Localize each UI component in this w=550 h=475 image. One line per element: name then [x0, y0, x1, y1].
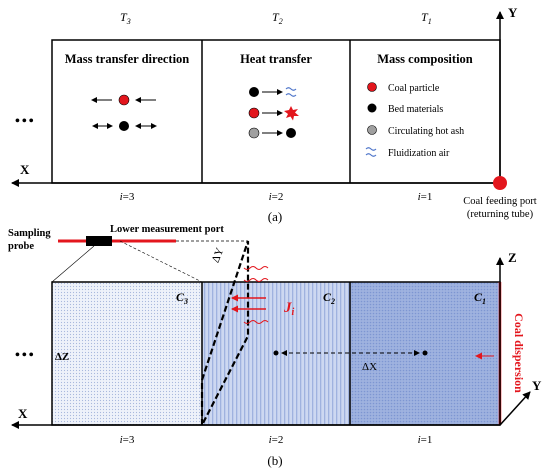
legend-bed-label: Bed materials [388, 104, 443, 115]
y-axis-arrow-b [499, 391, 531, 426]
delta-x-end-dot [422, 350, 428, 356]
y-axis-label-b: Y [532, 378, 542, 393]
bed-material-icon [119, 121, 129, 131]
delta-y-slice [200, 240, 250, 426]
caption-a: (a) [268, 209, 282, 224]
flux-wave-3 [243, 320, 269, 324]
legend-ash-label: Circulating hot ash [388, 126, 464, 137]
sampling-probe-label-2: probe [8, 241, 34, 252]
lower-port-label: Lower measurement port [110, 224, 224, 235]
bed-material-icon [249, 87, 259, 97]
combustion-flare-icon [284, 106, 299, 121]
caption-b: (b) [267, 453, 282, 468]
sampling-probe-label-1: Sampling [8, 228, 51, 239]
delta-x-start-dot [273, 350, 279, 356]
heat-transfer-symbols [248, 87, 299, 139]
delta-y-label: ΔY [210, 246, 227, 264]
zoom-line-2 [119, 240, 203, 283]
cell-index-b-1: i=1 [418, 434, 433, 446]
coal-feeding-port-icon [493, 176, 507, 190]
flux-arrows [231, 266, 269, 324]
coal-particle-icon [248, 107, 260, 119]
legend-coal-swatch [367, 82, 377, 92]
bed-material-icon [286, 128, 296, 138]
ellipsis-b: ••• [15, 348, 36, 363]
legend-air-label: Fluidization air [388, 148, 450, 159]
y-axis-label-a: Y [508, 5, 518, 20]
feed-port-label: Coal feeding port [463, 196, 537, 207]
sampling-probe-body [86, 236, 112, 246]
coal-dispersion-label: Coal dispersion [512, 313, 526, 393]
legend-air-swatch [365, 147, 377, 157]
coal-particle-icon [118, 94, 130, 106]
zoom-line-1 [51, 245, 95, 283]
flux-wave-1 [243, 266, 269, 270]
cell-index-a-3: i=3 [120, 191, 135, 203]
cell-c3-fill [52, 282, 202, 425]
cell-label-c1: C1 [474, 290, 486, 306]
header-heat-transfer: Heat transfer [240, 52, 312, 66]
mass-transfer-symbols [91, 94, 157, 131]
flux-label: Ji [283, 300, 295, 318]
ellipsis-a: ••• [15, 114, 36, 129]
header-mass-composition: Mass composition [377, 52, 473, 66]
legend-coal-label: Coal particle [388, 83, 440, 94]
temp-label-t1: T1 [421, 10, 432, 26]
fluidization-air-icon [285, 87, 297, 97]
z-axis-label-b: Z [508, 250, 517, 265]
panel-a: Y T3 T2 T1 X Mass transfer direction Hea… [11, 5, 537, 224]
temp-label-t3: T3 [120, 10, 131, 26]
cell-index-b-2: i=2 [269, 434, 284, 446]
cell-label-c2: C2 [323, 290, 335, 306]
flux-wave-2 [243, 278, 269, 282]
legend-bed-swatch [367, 103, 377, 113]
feed-port-sublabel: (returning tube) [467, 209, 534, 220]
cell-index-b-3: i=3 [120, 434, 135, 446]
x-axis-label-a: X [20, 162, 30, 177]
header-mass-transfer: Mass transfer direction [65, 52, 190, 66]
panel-b: Lower measurement port Sampling probe ΔY… [8, 224, 542, 468]
legend-ash-swatch [367, 125, 377, 135]
delta-x-label: ΔX [362, 361, 377, 373]
delta-z-label: ΔZ [55, 351, 69, 363]
cell-index-a-1: i=1 [418, 191, 433, 203]
cell-label-c3: C3 [176, 290, 188, 306]
legend: Coal particle Bed materials Circulating … [365, 82, 464, 159]
temp-label-t2: T2 [272, 10, 283, 26]
x-axis-label-b: X [18, 406, 28, 421]
hot-ash-icon [248, 127, 260, 139]
cell-index-a-2: i=2 [269, 191, 284, 203]
